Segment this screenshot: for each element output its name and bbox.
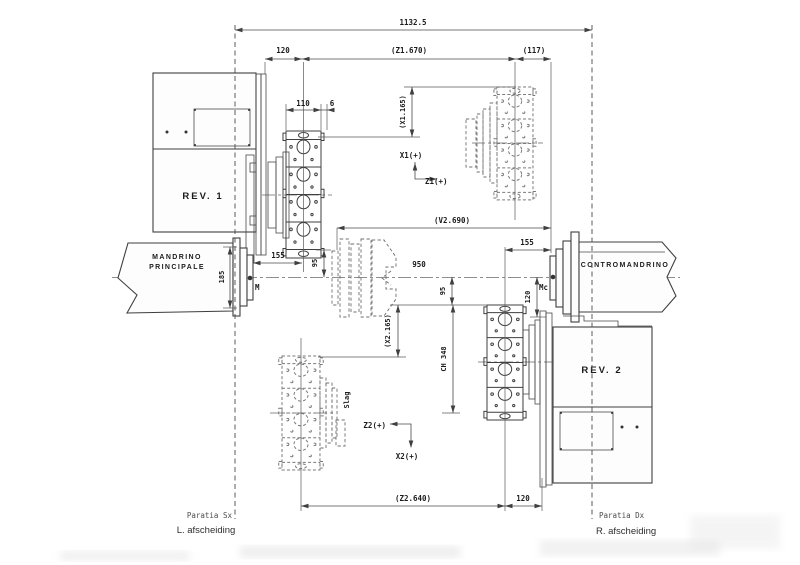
paratia-sx-label: Paratia Sx xyxy=(187,511,233,520)
dim-disk-6: 6 xyxy=(330,99,335,108)
l-afscheiding-label: L. afscheiding xyxy=(177,525,236,536)
dim-right-155: 155 xyxy=(520,238,534,247)
axis-z1-label: Z1(+) xyxy=(425,177,448,186)
counter-spindle xyxy=(549,231,677,327)
dim-left-95: 95 xyxy=(311,259,319,267)
counter-spindle-label: CONTROMANDRINO xyxy=(581,262,669,269)
turret-rev2-housing xyxy=(522,310,653,488)
slag-label: Slag xyxy=(343,392,351,409)
dim-center-950: 950 xyxy=(412,260,426,269)
turret-rev2-phantom xyxy=(319,377,346,449)
dim-nose-185: 185 xyxy=(218,271,226,284)
paratia-dx-label: Paratia Dx xyxy=(599,511,645,520)
dim-z2-travel: (Z2.640) xyxy=(395,494,431,503)
axis-symbol-1 xyxy=(412,162,437,182)
main-spindle-label-1: MANDRINO xyxy=(152,254,202,261)
point-m-marker xyxy=(247,275,253,281)
axis-x2-label: X2(+) xyxy=(396,452,419,461)
dim-bottom-120: 120 xyxy=(516,494,530,503)
dim-right-95: 95 xyxy=(439,287,447,295)
dim-left-155: 155 xyxy=(271,251,285,260)
dim-overall: 1132.5 xyxy=(399,18,426,27)
main-spindle-label-2: PRINCIPALE xyxy=(149,264,205,271)
main-spindle xyxy=(117,237,254,317)
axis-z2-label: Z2(+) xyxy=(363,421,386,430)
dimension-lines xyxy=(227,27,592,509)
rev2-label: REV. 2 xyxy=(581,365,622,376)
point-mc-label: Mc xyxy=(539,283,548,292)
rev1-label: REV. 1 xyxy=(182,191,223,202)
point-m-label: M xyxy=(255,283,260,292)
axis-x1-label: X1(+) xyxy=(400,151,423,160)
phantom-chuck xyxy=(331,238,397,318)
axis-symbol-2 xyxy=(390,421,414,448)
dim-ch-348: CH 348 xyxy=(440,346,448,371)
dim-z1-travel: (Z1.670) xyxy=(391,46,427,55)
dim-disk-110: 110 xyxy=(296,99,310,108)
dim-x2-travel: (X2.165) xyxy=(384,314,392,348)
extension-lines xyxy=(223,62,552,511)
dim-top-117: (117) xyxy=(523,46,546,55)
scan-noise xyxy=(60,515,780,561)
dim-x1-travel: (X1.165) xyxy=(399,95,407,129)
turret-rev1-housing xyxy=(152,72,267,264)
dim-right-120: 120 xyxy=(524,291,532,304)
point-mc-marker xyxy=(550,274,556,280)
dim-top-120: 120 xyxy=(276,46,290,55)
dim-v2-690: (V2.690) xyxy=(434,216,470,225)
r-afscheiding-label: R. afscheiding xyxy=(596,526,656,537)
